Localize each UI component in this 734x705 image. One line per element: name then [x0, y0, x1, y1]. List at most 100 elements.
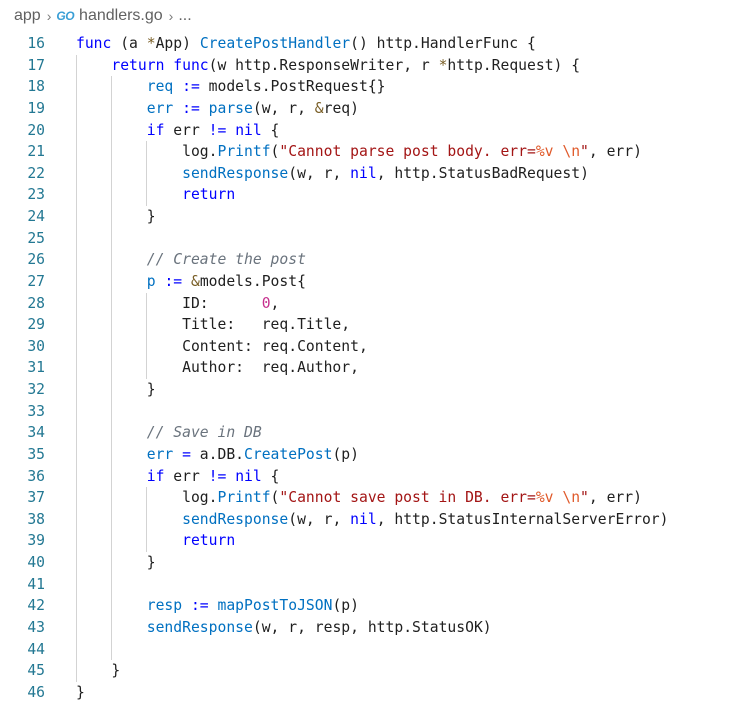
indent-guide [76, 335, 77, 358]
line-number: 33 [27, 402, 45, 420]
code-line[interactable]: 22 sendResponse(w, r, nil, http.StatusBa… [0, 162, 734, 185]
code-line[interactable]: 21 log.Printf("Cannot parse post body. e… [0, 141, 734, 163]
line-code: func (a *App) CreatePostHandler() http.H… [76, 35, 536, 52]
code-line[interactable]: 35 err = a.DB.CreatePost(p) [0, 443, 734, 466]
code-line[interactable]: 33 [0, 400, 734, 423]
code-line[interactable]: 26 // Create the post [0, 249, 734, 271]
line-number: 23 [27, 186, 45, 204]
breadcrumb-symbol-more[interactable]: ... [178, 7, 192, 24]
indent-guide [111, 119, 112, 142]
line-number: 27 [27, 272, 45, 290]
code-line[interactable]: 40 } [0, 552, 734, 574]
line-code: } [76, 662, 121, 680]
code-line[interactable]: 38 sendResponse(w, r, nil, http.StatusIn… [0, 508, 734, 531]
code-line[interactable]: 29 Title: req.Title, [0, 314, 734, 336]
indent-guide [76, 119, 77, 142]
indent-guide [146, 508, 147, 531]
line-code: resp := mapPostToJSON(p) [146, 597, 359, 615]
indent-guide [111, 357, 112, 379]
indent-guide [76, 270, 77, 293]
indent-guide [76, 595, 77, 617]
code-line[interactable]: 37 log.Printf("Cannot save post in DB. e… [0, 487, 734, 509]
code-line[interactable]: 44 [0, 638, 734, 661]
indent-guide [111, 422, 112, 444]
line-code: req := models.PostRequest{} [146, 78, 386, 96]
indent-guide [76, 54, 77, 77]
breadcrumb-file[interactable]: handlers.go [79, 7, 163, 24]
code-line[interactable]: 41 [0, 573, 734, 596]
indent-guide [111, 487, 112, 509]
indent-guide [146, 487, 147, 509]
code-line[interactable]: 45 } [0, 660, 734, 682]
code-line[interactable]: 34 // Save in DB [0, 422, 734, 444]
indent-guide [111, 443, 112, 466]
code-editor[interactable]: 16 func (a *App) CreatePostHandler() http… [0, 33, 734, 703]
code-line[interactable]: 24 } [0, 206, 734, 228]
chevron-right-icon: › [46, 8, 52, 24]
code-line[interactable]: 17 return func(w http.ResponseWriter, r … [0, 54, 734, 77]
code-line[interactable]: 42 resp := mapPostToJSON(p) [0, 595, 734, 617]
code-line[interactable]: 18 req := models.PostRequest{} [0, 76, 734, 98]
line-code: Title: req.Title, [76, 316, 351, 334]
indent-guide [76, 249, 77, 271]
indent-guide [111, 573, 112, 596]
go-file-icon: GO [56, 9, 75, 23]
breadcrumb: app › GO handlers.go › ... [0, 0, 734, 32]
indent-guide [76, 443, 77, 466]
indent-guide [76, 530, 77, 552]
code-line[interactable]: 36 if err != nil { [0, 465, 734, 488]
indent-guide [111, 206, 112, 228]
indent-guide [111, 76, 112, 98]
indent-guide [76, 292, 77, 315]
indent-guide [111, 595, 112, 617]
indent-guide [76, 227, 77, 250]
code-line[interactable]: 16 func (a *App) CreatePostHandler() http… [0, 33, 734, 55]
code-line[interactable]: 30 Content: req.Content, [0, 335, 734, 358]
indent-guide [111, 508, 112, 531]
line-code: sendResponse(w, r, nil, http.StatusInter… [182, 510, 669, 528]
indent-guide [146, 292, 147, 315]
chevron-right-icon: › [168, 8, 174, 24]
code-line[interactable]: 20 if err != nil { [0, 119, 734, 142]
indent-guide [76, 76, 77, 98]
code-line[interactable]: 28 ID: 0, [0, 292, 734, 315]
indent-guide [146, 357, 147, 379]
indent-guide [76, 573, 77, 596]
line-number: 16 [27, 35, 45, 52]
code-line[interactable]: 23 return [0, 184, 734, 206]
line-number: 34 [27, 424, 45, 442]
indent-guide [76, 660, 77, 682]
code-line[interactable]: 39 return [0, 530, 734, 552]
code-line[interactable]: 32 } [0, 379, 734, 401]
code-line[interactable]: 43 sendResponse(w, r, resp, http.StatusO… [0, 616, 734, 639]
indent-guide [111, 379, 112, 401]
code-line[interactable]: 19 err := parse(w, r, &req) [0, 97, 734, 120]
indent-guide [111, 465, 112, 488]
code-line[interactable]: 31 Author: req.Author, [0, 357, 734, 379]
indent-guide [111, 227, 112, 250]
line-number: 26 [27, 251, 45, 269]
indent-guide [111, 335, 112, 358]
indent-guide [76, 162, 77, 185]
line-number: 36 [27, 467, 45, 485]
indent-guide [76, 314, 77, 336]
code-line[interactable]: 46} [0, 682, 734, 704]
line-number: 18 [27, 78, 45, 96]
line-code: p := &models.Post{ [146, 272, 306, 290]
line-code: if err != nil { [146, 121, 280, 139]
line-code: } [76, 381, 156, 398]
line-code: // Save in DB [146, 424, 262, 442]
line-code: if err != nil { [146, 467, 280, 485]
line-code: // Create the post [146, 251, 306, 269]
line-code: err = a.DB.CreatePost(p) [146, 445, 359, 463]
indent-guide [111, 616, 112, 639]
indent-guide [111, 141, 112, 163]
indent-guide [111, 530, 112, 552]
line-number: 29 [27, 316, 45, 334]
code-line[interactable]: 27 p := &models.Post{ [0, 270, 734, 293]
code-line[interactable]: 25 [0, 227, 734, 250]
line-number: 22 [27, 164, 45, 182]
breadcrumb-folder[interactable]: app [14, 7, 41, 24]
indent-guide [76, 357, 77, 379]
line-number: 30 [27, 337, 45, 355]
